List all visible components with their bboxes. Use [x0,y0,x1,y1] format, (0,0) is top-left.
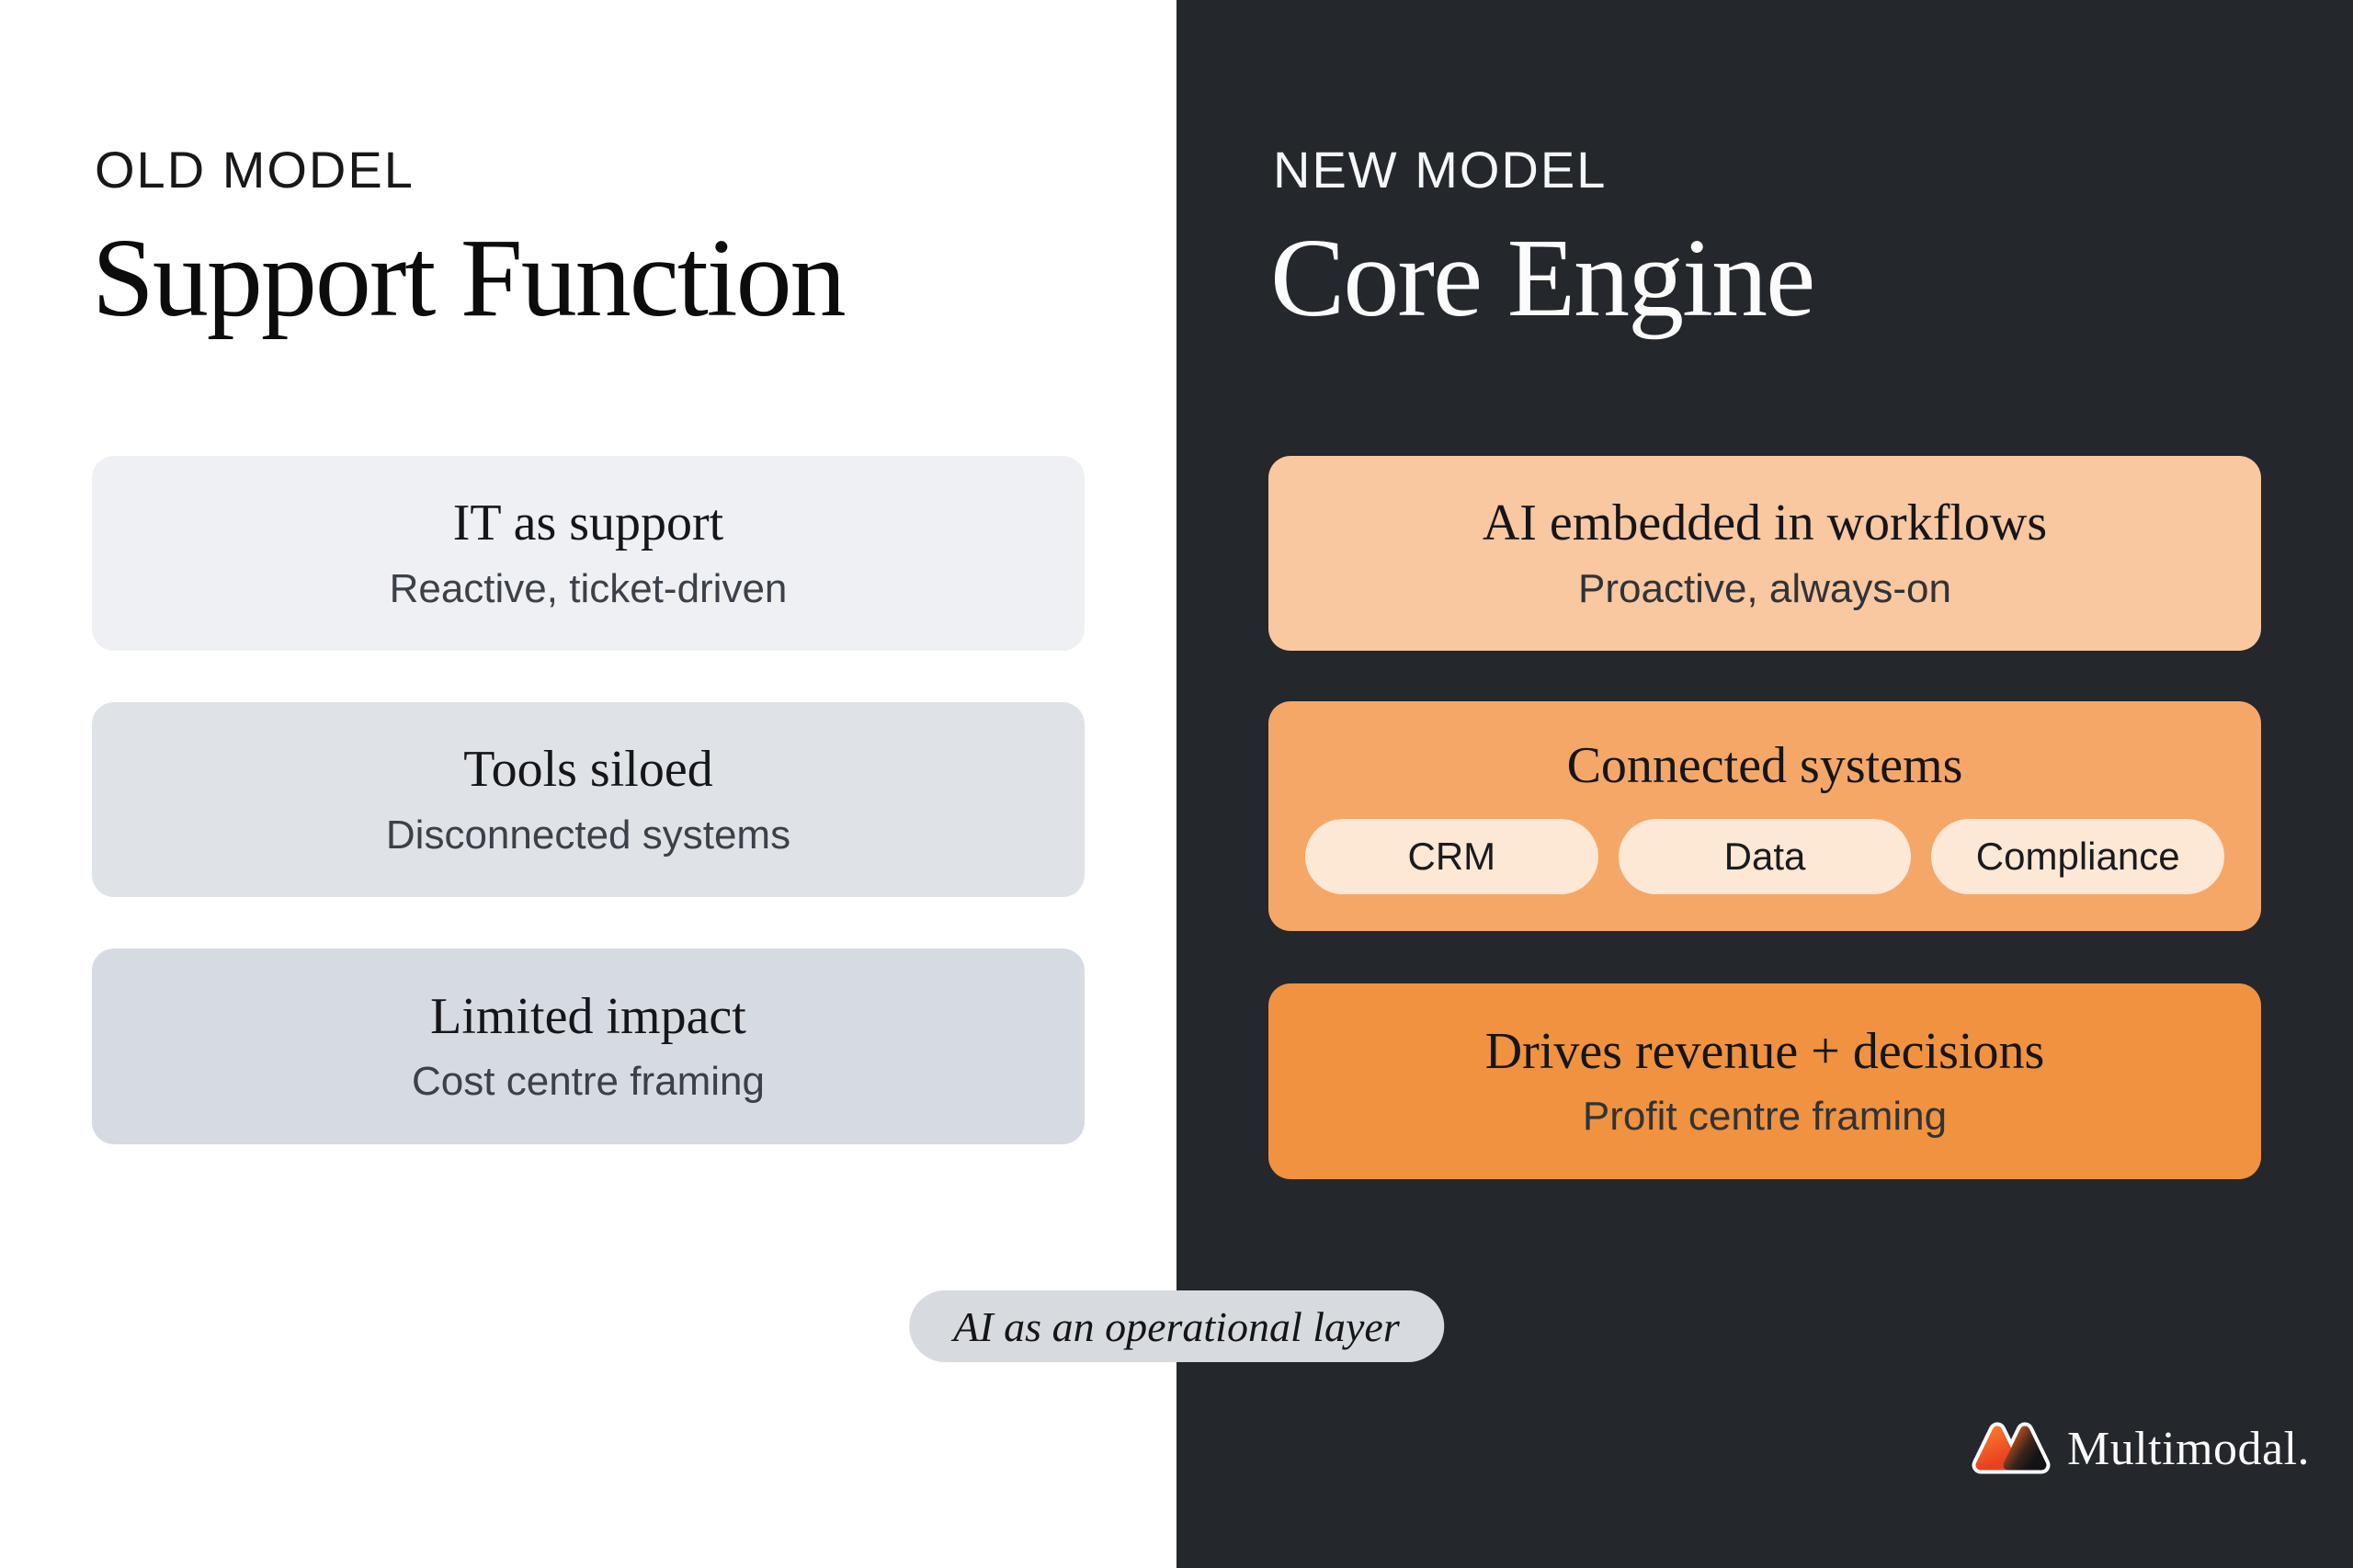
card-subtitle: Reactive, ticket-driven [389,565,788,611]
card-title: Drives revenue + decisions [1484,1022,2045,1080]
new-card-ai-embedded: AI embedded in workflows Proactive, alwa… [1268,456,2261,651]
operational-layer-banner: AI as an operational layer [909,1290,1444,1362]
card-title: Connected systems [1566,737,1963,795]
card-subtitle: Profit centre framing [1582,1094,1948,1140]
card-title: Limited impact [430,987,746,1045]
new-card-connected-systems: Connected systems CRM Data Compliance [1268,701,2261,931]
card-title: Tools siloed [463,741,713,798]
new-card-drives-revenue: Drives revenue + decisions Profit centre… [1268,983,2261,1179]
card-title: IT as support [452,494,724,551]
old-card-tools-siloed: Tools siloed Disconnected systems [92,702,1085,897]
new-model-label: NEW MODEL [1273,141,1608,199]
chip-crm: CRM [1305,818,1598,894]
multimodal-mountains-icon [1972,1422,2051,1474]
connected-systems-chips: CRM Data Compliance [1305,818,2225,894]
old-model-label: OLD MODEL [95,141,415,199]
card-subtitle: Cost centre framing [412,1059,765,1105]
card-title: AI embedded in workflows [1482,494,2048,551]
brand-logo: Multimodal. [1972,1419,2310,1478]
card-subtitle: Proactive, always-on [1578,565,1951,611]
chip-data: Data [1618,818,1912,894]
chip-compliance: Compliance [1931,818,2225,894]
old-card-it-as-support: IT as support Reactive, ticket-driven [92,456,1085,651]
brand-name: Multimodal. [2067,1422,2311,1475]
old-model-title: Support Function [92,216,847,340]
card-subtitle: Disconnected systems [385,812,791,858]
new-model-title: Core Engine [1270,216,1815,340]
old-card-limited-impact: Limited impact Cost centre framing [92,949,1085,1144]
